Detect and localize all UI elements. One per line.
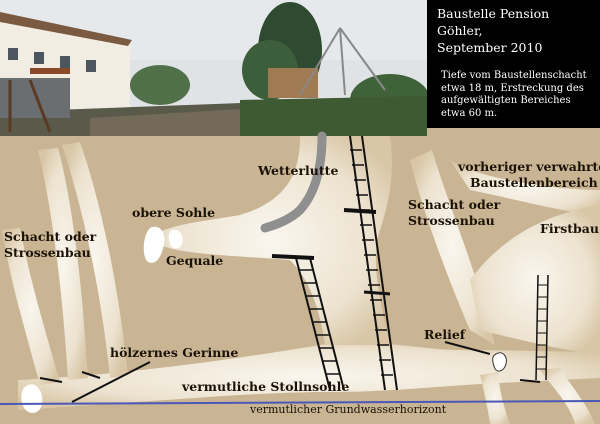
info-title: Baustelle Pension Göhler, September 2010	[437, 6, 549, 57]
info-text-line-1: Tiefe vom Baustellenschacht	[441, 70, 587, 81]
gequale-blob-2	[168, 229, 183, 249]
gequale-blob-1	[143, 226, 165, 263]
info-text-line-2: etwa 18 m, Erstreckung des	[441, 82, 584, 94]
info-title-line-1: Baustelle Pension	[437, 6, 550, 21]
info-title-line-2: Göhler,	[437, 22, 483, 38]
info-text: Tiefe vom Baustellenschacht etwa 18 m, E…	[441, 70, 597, 120]
label-gerinne: hölzernes Gerinne	[110, 345, 239, 360]
label-vorheriger-line-2: Baustellenbereich	[470, 175, 598, 190]
label-gequale: Gequale	[166, 253, 224, 268]
label-schacht-right-line-1: Schacht oder	[408, 197, 501, 212]
label-schacht-left-line-1: Schacht oder	[4, 229, 97, 244]
label-vorheriger-line-1: vorheriger verwahrter	[458, 159, 600, 174]
label-wetterlutte: Wetterlutte	[258, 163, 339, 178]
label-firstbau: Firstbau	[540, 221, 599, 236]
label-obere-sohle: obere Sohle	[132, 205, 216, 220]
relief-blob	[492, 352, 507, 372]
info-text-line-3: aufgewältigten Bereiches	[441, 95, 571, 106]
info-text-line-4: etwa 60 m.	[441, 107, 498, 119]
label-stollnsohle: vermutliche Stollnsohle	[182, 379, 350, 394]
info-title-line-3: September 2010	[437, 39, 543, 55]
left-blob	[21, 384, 43, 413]
label-schacht-right-line-2: Strossenbau	[408, 213, 495, 228]
info-box: Baustelle Pension Göhler, September 2010…	[427, 0, 600, 128]
groundwater-line	[0, 400, 600, 405]
label-schacht-left-line-2: Strossenbau	[4, 245, 91, 260]
site-photo	[0, 0, 430, 136]
ladders	[271, 135, 549, 391]
tunnels	[2, 136, 600, 424]
label-grundwasser: vermutlicher Grundwasserhorizont	[250, 403, 447, 416]
wetterlutte-pipe	[260, 131, 327, 233]
pointer-lines	[39, 341, 541, 403]
label-relief: Relief	[424, 327, 466, 342]
